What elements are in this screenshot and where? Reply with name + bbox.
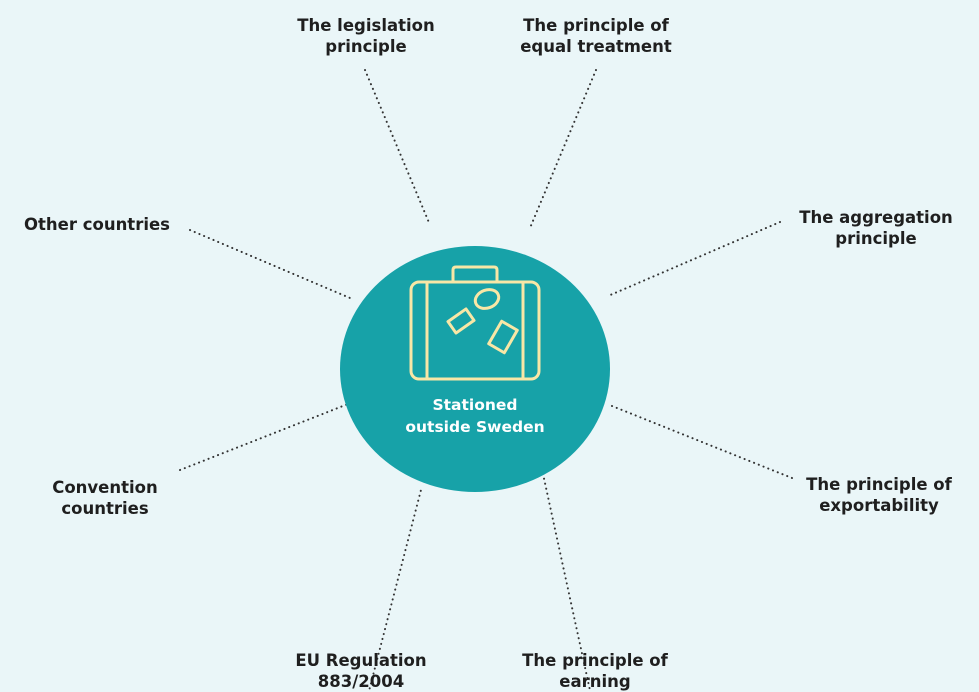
- center-label-line1: Stationed: [432, 396, 518, 414]
- center-hub: Stationed outside Sweden: [340, 246, 610, 492]
- node-eu-regulation: EU Regulation 883/2004: [266, 650, 456, 692]
- node-convention-countries: Convention countries: [20, 477, 190, 519]
- node-label: EU Regulation: [295, 651, 427, 670]
- node-aggregation-principle: The aggregation principle: [776, 207, 976, 249]
- node-label: countries: [61, 499, 149, 518]
- node-label: The aggregation: [799, 208, 953, 227]
- suitcase-icon: [408, 264, 542, 382]
- connector-equal-treatment: [529, 69, 597, 229]
- node-exportability: The principle of exportability: [779, 474, 979, 516]
- node-equal-treatment: The principle of equal treatment: [496, 15, 696, 57]
- center-label: Stationed outside Sweden: [360, 394, 590, 438]
- node-label: 883/2004: [317, 672, 405, 691]
- node-other-countries: Other countries: [4, 214, 190, 235]
- node-label: principle: [325, 37, 407, 56]
- connector-legislation: [364, 69, 431, 226]
- node-label: The principle of: [523, 16, 669, 35]
- node-label: principle: [835, 229, 917, 248]
- node-label: Convention: [52, 478, 158, 497]
- node-earning: The principle of earning: [490, 650, 700, 692]
- connector-eu-regulation: [367, 485, 423, 692]
- connector-convention-countries: [179, 403, 349, 471]
- node-legislation-principle: The legislation principle: [278, 15, 454, 57]
- node-label: The principle of: [522, 651, 668, 670]
- connector-aggregation: [607, 221, 781, 297]
- center-label-line2: outside Sweden: [405, 418, 545, 436]
- connector-exportability: [611, 405, 793, 479]
- node-label: earning: [559, 672, 631, 691]
- node-label: Other countries: [23, 215, 171, 234]
- node-label: The legislation: [297, 16, 435, 35]
- connector-other-countries: [189, 229, 351, 299]
- node-label: The principle of: [806, 475, 952, 494]
- connector-earning: [539, 459, 592, 692]
- node-label: equal treatment: [520, 37, 672, 56]
- node-label: exportability: [819, 496, 939, 515]
